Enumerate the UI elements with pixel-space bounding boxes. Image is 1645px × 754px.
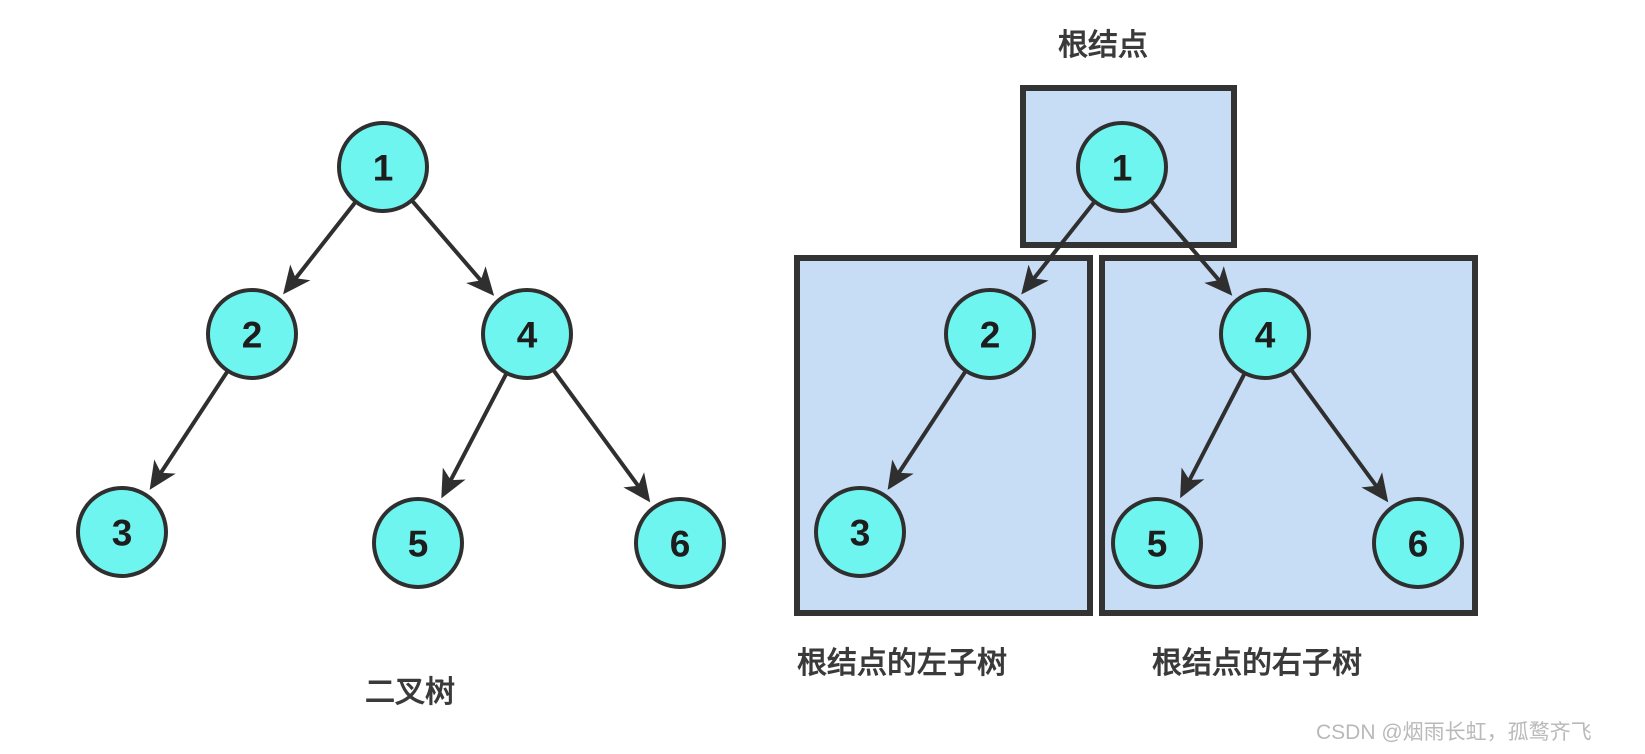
node-value-label: 1 [1112, 148, 1133, 189]
node-value-label: 6 [1408, 524, 1429, 565]
right-tree-edge-1-to-4 [1149, 199, 1233, 296]
left-tree-node-1: 1 [337, 121, 429, 213]
node-value-label: 5 [408, 524, 429, 565]
node-circle [337, 121, 429, 213]
node-circle [634, 497, 726, 589]
left-tree-node-4: 4 [481, 288, 573, 380]
left-tree-edge-4-to-5 [441, 372, 508, 499]
node-circle [1219, 288, 1311, 380]
node-circle [372, 497, 464, 589]
root-node-caption: 根结点 [1058, 29, 1148, 62]
tree-nodes-group: 1 2 4 3 5 6 1 2 4 3 5 6 [76, 121, 1464, 589]
node-value-label: 2 [980, 315, 1001, 356]
node-circle [944, 288, 1036, 380]
node-value-label: 3 [112, 513, 133, 554]
node-value-label: 4 [1255, 315, 1276, 356]
right-tree-edge-4-to-6 [1289, 369, 1389, 503]
right-tree-edge-4-to-5 [1180, 373, 1247, 499]
left-tree-node-3: 3 [76, 486, 168, 578]
node-circle [1372, 497, 1464, 589]
node-value-label: 4 [517, 315, 538, 356]
left-tree-edge-4-to-6 [551, 369, 651, 503]
left-tree-edge-2-to-3 [149, 370, 229, 490]
right-tree-node-3: 3 [814, 486, 906, 578]
right-tree-node-2: 2 [944, 288, 1036, 380]
csdn-watermark: CSDN @烟雨长虹，孤鹜齐飞 [1316, 721, 1592, 744]
tree-edges-group [149, 199, 1389, 503]
left-tree-node-2: 2 [206, 288, 298, 380]
node-circle [1076, 121, 1168, 213]
node-value-label: 5 [1147, 524, 1168, 565]
left-tree-edge-1-to-2 [283, 201, 357, 295]
node-circle [481, 288, 573, 380]
right-tree-node-4: 4 [1219, 288, 1311, 380]
node-value-label: 3 [850, 513, 871, 554]
node-circle [814, 486, 906, 578]
node-value-label: 2 [242, 315, 263, 356]
node-circle [76, 486, 168, 578]
node-value-label: 1 [373, 148, 394, 189]
left-tree-node-6: 6 [634, 497, 726, 589]
left-subtree-caption: 根结点的左子树 [797, 647, 1007, 680]
node-value-label: 6 [670, 524, 691, 565]
right-tree-node-1: 1 [1076, 121, 1168, 213]
left-tree-edge-1-to-4 [410, 199, 495, 296]
left-tree-node-5: 5 [372, 497, 464, 589]
node-circle [206, 288, 298, 380]
right-tree-edge-1-to-2 [1021, 201, 1096, 295]
right-subtree-caption: 根结点的右子树 [1152, 647, 1362, 680]
binary-tree-caption: 二叉树 [365, 676, 455, 709]
node-circle [1111, 497, 1203, 589]
right-tree-node-6: 6 [1372, 497, 1464, 589]
right-tree-node-5: 5 [1111, 497, 1203, 589]
right-tree-edge-2-to-3 [887, 370, 967, 490]
